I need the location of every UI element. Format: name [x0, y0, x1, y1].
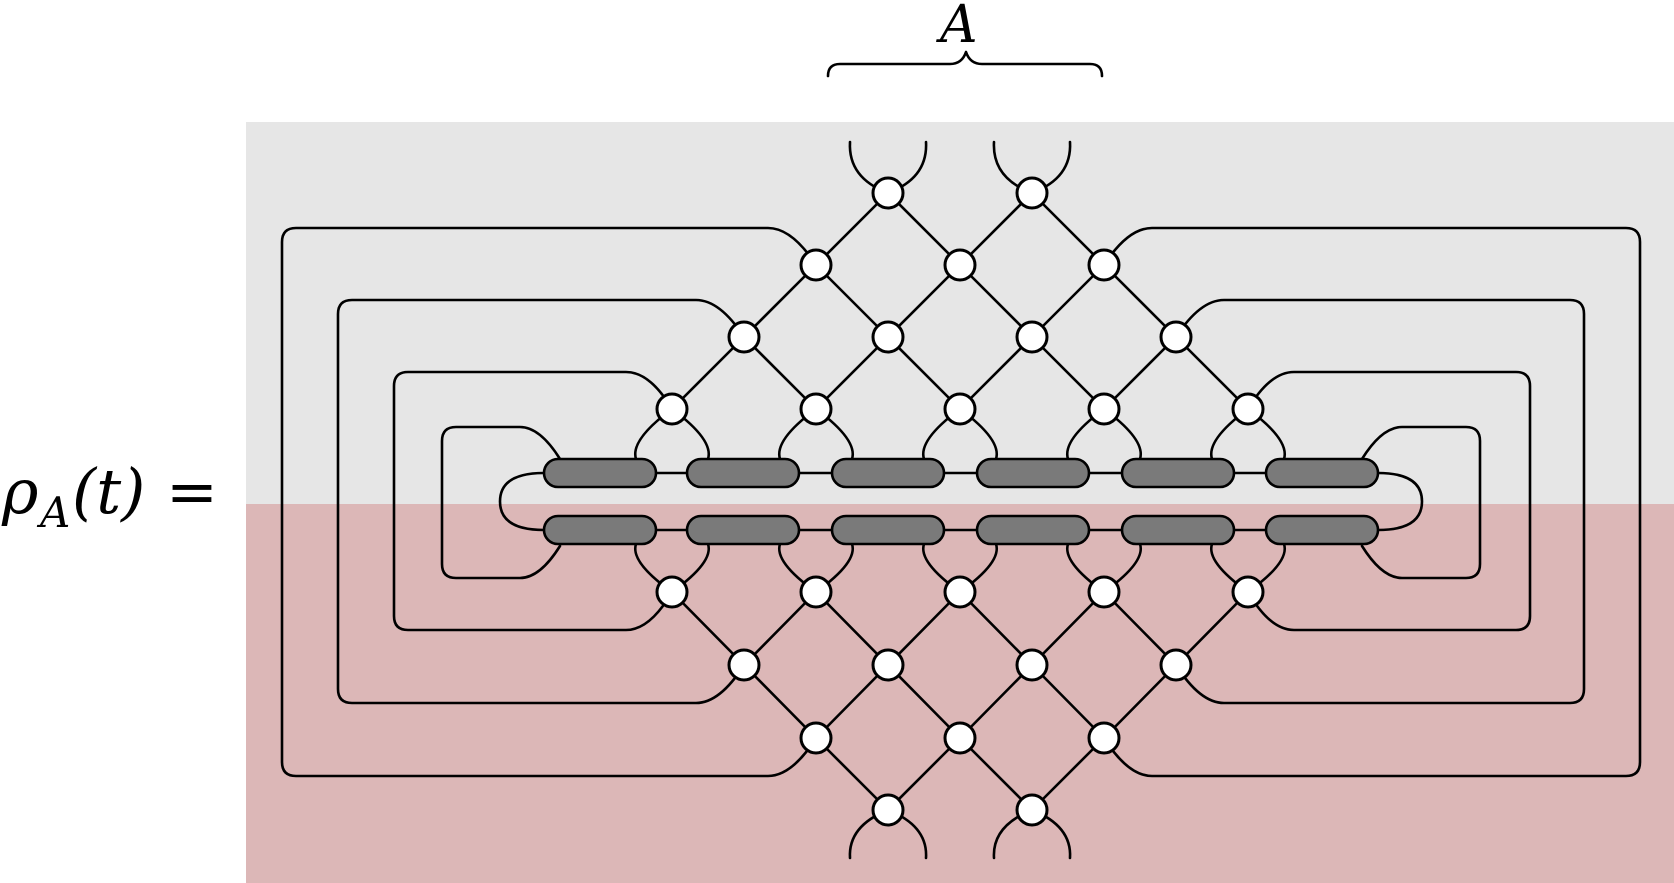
trace-loop-right-2 — [1246, 370, 1532, 632]
rho-argument: (t) — [72, 455, 145, 528]
upper-gate — [975, 457, 1091, 489]
lattice-wire — [742, 335, 818, 411]
lattice-wire — [814, 663, 890, 740]
lattice-wire — [814, 191, 890, 267]
trace-cap-right — [1376, 471, 1424, 532]
tensor-node — [871, 320, 905, 354]
lattice-wire — [958, 263, 1034, 339]
lattice-wire — [886, 191, 962, 267]
tensor-node — [1231, 392, 1265, 426]
tensor-node — [1087, 575, 1121, 609]
tensor-node — [1231, 575, 1265, 609]
tensor-node — [799, 392, 833, 426]
tensor-node — [1087, 392, 1121, 426]
lattice-wire — [814, 263, 890, 339]
trace-loop-right-4 — [1102, 226, 1642, 778]
trace-loop-left-2 — [392, 370, 674, 632]
lattice-wire — [1102, 590, 1178, 667]
lattice-wire — [1030, 191, 1106, 267]
lattice-wire — [1030, 590, 1106, 667]
lattice-wire — [958, 335, 1034, 411]
lower-gate — [685, 514, 801, 546]
equation-lhs: ρ A (t) = — [1, 455, 218, 537]
trace-loop-left-1 — [440, 425, 562, 580]
tensor-node — [1015, 176, 1049, 210]
upper-gate — [685, 457, 801, 489]
lattice-wire — [886, 736, 962, 812]
tensor-node — [871, 793, 905, 827]
lower-gate — [542, 514, 658, 546]
brace-label-a: A — [936, 0, 978, 55]
lattice-wire — [958, 590, 1034, 667]
trace-cap-left — [498, 471, 546, 532]
upper-gate — [830, 457, 946, 489]
lattice-wire — [1030, 736, 1106, 812]
lattice-wire — [814, 736, 890, 812]
tensor-node — [1015, 793, 1049, 827]
lattice-wire — [1174, 335, 1250, 411]
trace-loop-left-3 — [336, 298, 746, 705]
tensor-node — [1087, 248, 1121, 282]
lattice-wire — [958, 663, 1034, 740]
tensor-node — [1159, 648, 1193, 682]
tensor-node — [943, 248, 977, 282]
equals-sign: = — [166, 455, 218, 528]
lower-gate — [830, 514, 946, 546]
lattice-wire — [1030, 263, 1106, 339]
gate-layer — [542, 457, 1380, 546]
tensor-node — [943, 721, 977, 755]
lattice-wire — [886, 663, 962, 740]
tensor-node — [943, 575, 977, 609]
tensor-node — [871, 648, 905, 682]
lattice-wire — [742, 663, 818, 740]
lattice-wire — [814, 335, 890, 411]
trace-loop-right-3 — [1174, 298, 1586, 705]
lattice-wire — [1030, 335, 1106, 411]
rho-subscript: A — [36, 488, 70, 537]
lattice-wire — [742, 263, 818, 339]
tensor-node — [799, 721, 833, 755]
tensor-node — [943, 392, 977, 426]
lower-gate — [975, 514, 1091, 546]
node-layer — [655, 176, 1265, 827]
lattice-wire — [886, 263, 962, 339]
tensor-node — [799, 248, 833, 282]
lattice-wire — [958, 736, 1034, 812]
tensor-node — [1015, 648, 1049, 682]
trace-loop-left-4 — [280, 226, 818, 778]
lattice-wire — [886, 335, 962, 411]
tensor-node — [655, 575, 689, 609]
subsystem-brace — [826, 50, 1104, 78]
tensor-node — [1087, 721, 1121, 755]
lattice-wire — [742, 590, 818, 667]
upper-gate — [1120, 457, 1236, 489]
lattice-wire — [1102, 663, 1178, 740]
lattice-wire — [814, 590, 890, 667]
upper-gate — [542, 457, 658, 489]
lattice-wire — [670, 590, 746, 667]
trace-loop-right-1 — [1360, 425, 1482, 580]
tensor-node — [727, 648, 761, 682]
rho-symbol: ρ — [1, 455, 38, 528]
tensor-node — [871, 176, 905, 210]
tensor-node — [727, 320, 761, 354]
tensor-node — [1159, 320, 1193, 354]
lower-gate — [1120, 514, 1236, 546]
lower-bra-region — [246, 504, 1674, 883]
lattice-wire — [1102, 263, 1178, 339]
lattice-wire — [958, 191, 1034, 267]
tensor-node — [1015, 320, 1049, 354]
lattice-wire — [1102, 335, 1178, 411]
upper-gate — [1264, 457, 1380, 489]
lattice-wire — [1030, 663, 1106, 740]
tensor-node — [799, 575, 833, 609]
lattice-wire — [886, 590, 962, 667]
lattice-wire — [1174, 590, 1250, 667]
upper-ket-region — [246, 122, 1674, 504]
tensor-node — [655, 392, 689, 426]
lattice-wire — [670, 335, 746, 411]
lower-gate — [1264, 514, 1380, 546]
